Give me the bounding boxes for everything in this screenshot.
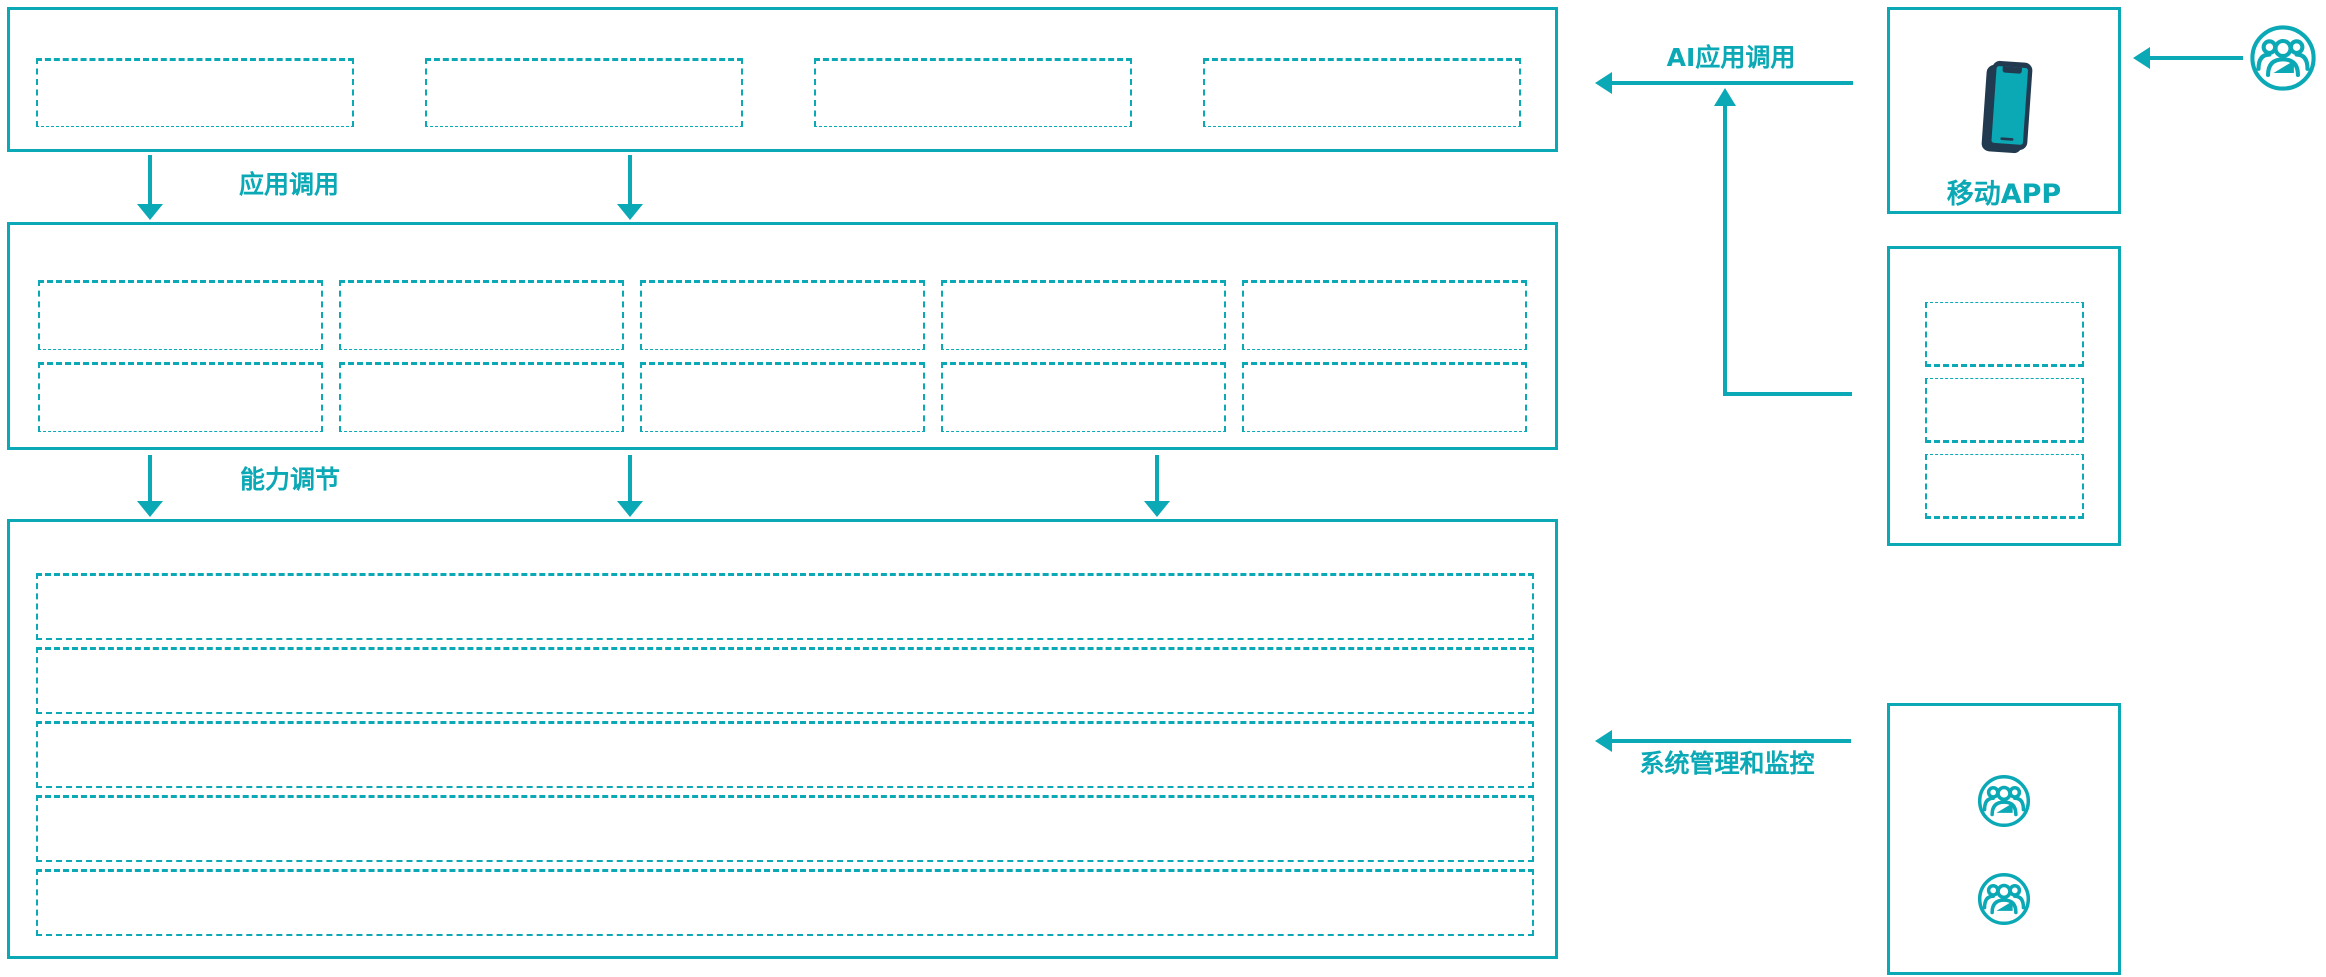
placeholder-slot [38,280,323,350]
channel-box [1887,246,2121,546]
arrow-down-icon [617,204,643,220]
application-layer-box [7,7,1558,152]
ops-box [1887,703,2121,975]
ai-app-call-arrow [1595,72,1853,94]
users-icon [1977,872,2031,926]
placeholder-slot [814,58,1132,127]
capability-adjust-label: 能力调节 [239,465,340,494]
capability-adjust-arrow [137,455,163,517]
mobile-app-label: 移动APP [1946,179,2062,210]
arrow-shaft [148,455,152,501]
placeholder-slot [36,721,1534,788]
arrow-left-icon [1595,72,1612,94]
arrow-up-icon [1714,88,1736,106]
connector-line-horizontal [1723,392,1852,396]
placeholder-slot [1924,378,2084,443]
app-call-label: 应用调用 [238,170,339,199]
capability-adjust-arrow [1144,455,1170,517]
arrow-down-icon [137,204,163,220]
app-call-arrow [617,155,643,220]
arrow-shaft [628,455,632,501]
arrow-down-icon [137,501,163,517]
service-layer-row [38,362,1555,432]
placeholder-slot [640,280,925,350]
app-call-arrow [137,155,163,220]
system-monitor-arrow [1595,730,1851,752]
users-icon [2249,24,2317,92]
arrow-shaft [148,155,152,204]
arrow-left-icon [1595,730,1612,752]
ai-app-call-label: AI应用调用 [1666,43,1796,72]
placeholder-slot [1203,58,1521,127]
service-layer-row [38,280,1555,350]
arrow-down-icon [1144,501,1170,517]
system-monitor-label: 系统管理和监控 [1639,749,1815,778]
service-layer-box [7,222,1558,450]
placeholder-slot [38,362,323,432]
placeholder-slot [425,58,743,127]
arrow-shaft [628,155,632,204]
arrow-shaft [1155,455,1159,501]
capability-layer-box [7,519,1558,959]
arrow-shaft [1612,739,1851,743]
placeholder-slot [36,795,1534,862]
arrow-shaft [2150,56,2243,60]
smartphone-icon [1976,54,2039,160]
placeholder-slot [36,869,1534,936]
placeholder-slot [36,58,354,127]
placeholder-slot [1242,280,1527,350]
users-icon [1977,774,2031,828]
placeholder-slot [941,280,1226,350]
mobile-app-box: 移动APP [1887,7,2121,214]
capability-adjust-arrow [617,455,643,517]
placeholder-slot [1924,302,2084,367]
placeholder-slot [339,280,624,350]
arrow-shaft [1612,81,1853,85]
placeholder-slot [640,362,925,432]
placeholder-slot [36,573,1534,640]
connector-line-vertical [1723,104,1727,396]
placeholder-slot [941,362,1226,432]
end-user-arrow [2133,47,2243,69]
placeholder-slot [1924,454,2084,519]
placeholder-slot [1242,362,1527,432]
placeholder-slot [36,647,1534,714]
placeholder-slot [339,362,624,432]
arrow-left-icon [2133,47,2150,69]
arrow-down-icon [617,501,643,517]
